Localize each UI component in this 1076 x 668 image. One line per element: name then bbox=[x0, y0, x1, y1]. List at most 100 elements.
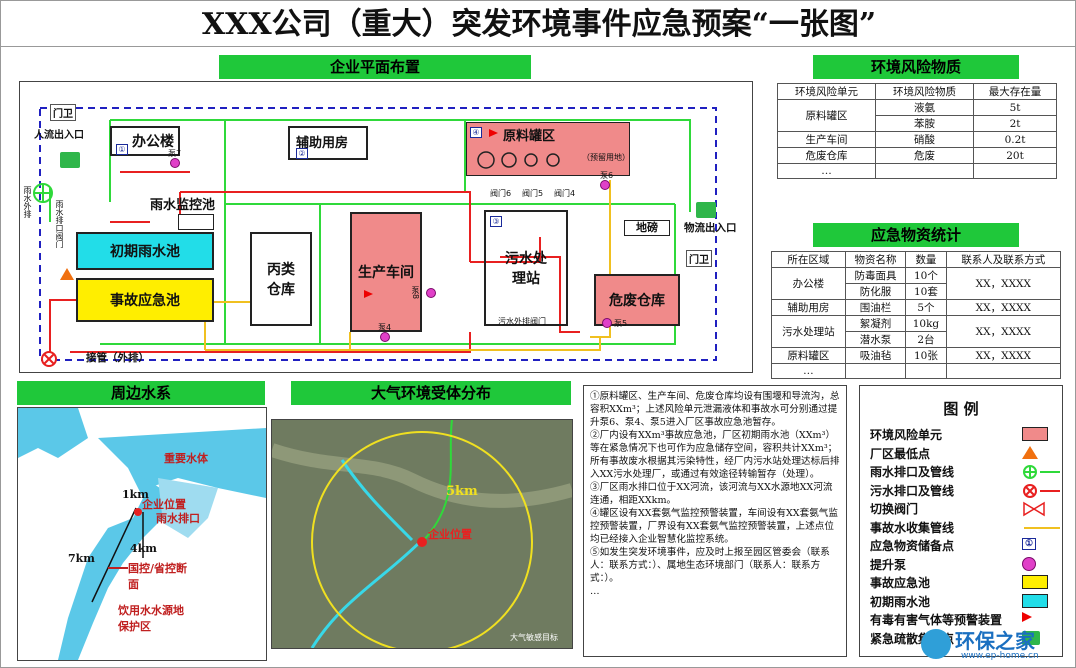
area-cell: … bbox=[771, 363, 846, 379]
max-amount-cell: 5t bbox=[973, 99, 1057, 116]
legend-item: 提升泵 bbox=[870, 556, 1036, 573]
legend-label: 事故水收集管线 bbox=[870, 520, 955, 535]
rain-out-label: 雨水外排 bbox=[23, 186, 32, 218]
note-item: ①原料罐区、生产车间、危废仓库均设有围堰和导流沟，总容积XXm³；上述风险单元泄… bbox=[590, 391, 840, 428]
rain-outlet-icon bbox=[33, 183, 53, 203]
hazardous-waste-warehouse: 危废仓库 bbox=[594, 274, 680, 326]
office-no-badge: ① bbox=[116, 144, 128, 155]
legend-item: 污水排口及管线 bbox=[870, 482, 1060, 499]
water-source-label: 饮用水水源地 保护区 bbox=[118, 604, 184, 633]
accident-pool-icon bbox=[1022, 575, 1048, 589]
supply-point-icon: ① bbox=[1022, 538, 1036, 550]
monitor-section-label: 国控/省控断 面 bbox=[128, 562, 188, 591]
weighbridge: 地磅 bbox=[624, 220, 670, 236]
table-header-cell: 所在区域 bbox=[771, 251, 846, 268]
supply-name-cell bbox=[844, 363, 907, 379]
area-cell: 办公楼 bbox=[771, 267, 846, 300]
gas-alarm-icon bbox=[489, 129, 498, 137]
legend-title: 图 例 bbox=[943, 400, 979, 418]
legend-label: 应急物资储备点 bbox=[870, 539, 955, 553]
water-system-map: 重要水体 企业位置 雨水排口 1km 4km 7km 国控/省控断 面 饮用水水… bbox=[17, 407, 267, 661]
rain-monitor-pool bbox=[178, 214, 214, 230]
legend-item: 事故水收集管线 bbox=[870, 519, 1060, 536]
distance-4km: 4km bbox=[130, 542, 157, 555]
gate-east: 门卫 bbox=[686, 250, 712, 267]
substance-cell: 硝酸 bbox=[875, 131, 975, 148]
table-header-cell: 最大存在量 bbox=[973, 83, 1057, 100]
supply-name-cell: 潜水泵 bbox=[844, 331, 907, 348]
people-entrance: 人流出入口 bbox=[34, 130, 84, 141]
auxiliary-building: 辅助用房 bbox=[288, 126, 368, 160]
air-radius-label: 5km bbox=[446, 484, 478, 499]
discharge-pipe-label: 接管（外排） bbox=[86, 352, 149, 364]
lowest-point-icon bbox=[1022, 445, 1038, 459]
table-header-cell: 环境风险单元 bbox=[776, 83, 877, 100]
note-item: ②厂内设有XXm³事故应急池，厂区初期雨水池（XXm³）等在紧急情况下也可作为应… bbox=[590, 430, 840, 480]
legend-item: 切换阀门 bbox=[870, 500, 1045, 517]
max-amount-cell: 20t bbox=[973, 147, 1057, 164]
aux-no-badge: ② bbox=[296, 148, 308, 159]
quantity-cell: 10张 bbox=[905, 347, 947, 364]
legend-item: 环境风险单元 bbox=[870, 426, 1048, 443]
legend-label: 事故应急池 bbox=[870, 576, 931, 590]
gas-alarm-icon bbox=[1022, 612, 1032, 622]
air-map-drawing bbox=[272, 420, 572, 648]
watermark-name: 环保之家 bbox=[955, 629, 1035, 653]
sewage-treatment-station: 污水处 理站 bbox=[484, 210, 568, 326]
sewage-outlet-icon bbox=[1022, 483, 1062, 502]
lowest-point-icon bbox=[60, 268, 74, 280]
office-building: 办公楼 bbox=[110, 126, 180, 156]
table-header-row: 环境风险单元环境风险物质最大存在量 bbox=[776, 83, 1057, 100]
risk-unit-cell: 生产车间 bbox=[776, 131, 877, 148]
pump-icon bbox=[170, 158, 180, 168]
area-cell: 原料罐区 bbox=[771, 347, 846, 364]
pump-icon bbox=[426, 288, 436, 298]
accident-pool: 事故应急池 bbox=[76, 278, 214, 322]
risk-unit-cell: 危废仓库 bbox=[776, 147, 877, 164]
quantity-cell bbox=[905, 363, 947, 379]
contact-cell bbox=[945, 363, 1062, 379]
table-header-cell: 数量 bbox=[905, 251, 947, 268]
note-item: ③厂区雨水排口位于XX河流，该河流与XX水源地XX河流连通，相距XXkm。 bbox=[590, 482, 833, 506]
legend-label: 初期雨水池 bbox=[870, 594, 931, 609]
pump7-label: 泵7 bbox=[168, 149, 182, 158]
supply-name-cell: 絮凝剂 bbox=[844, 315, 907, 332]
legend-label: 环境风险单元 bbox=[870, 428, 943, 442]
class-c-warehouse: 丙类 仓库 bbox=[250, 232, 312, 326]
logistics-entrance: 物流出入口 bbox=[684, 222, 737, 234]
risk-unit-icon bbox=[1022, 427, 1048, 441]
rain-pipelines bbox=[49, 119, 691, 345]
rain-outlet-icon bbox=[1022, 464, 1062, 483]
legend-label: 有毒有害气体等预警装置 bbox=[870, 613, 1003, 627]
legend-item: 有毒有害气体等预警装置 bbox=[870, 611, 1032, 628]
legend-label: 污水排口及管线 bbox=[870, 483, 955, 498]
table-header-cell: 联系人及联系方式 bbox=[945, 251, 1062, 268]
plant-boundary bbox=[39, 107, 717, 361]
risk-unit-cell: … bbox=[776, 163, 877, 179]
table-header-cell: 环境风险物质 bbox=[875, 83, 975, 100]
pump-icon bbox=[380, 332, 390, 342]
substance-cell: 苯胺 bbox=[875, 115, 975, 132]
tank-no-badge: ④ bbox=[470, 127, 482, 138]
air-company-label: 企业位置 bbox=[428, 528, 472, 541]
rain-valve-label: 雨水排口阀门 bbox=[55, 200, 64, 248]
tank-zone-label: 原料罐区 bbox=[503, 129, 556, 144]
area-cell: 辅助用房 bbox=[771, 299, 846, 316]
reserved-land-label: （预留用地） bbox=[582, 153, 630, 162]
table-header-cell: 物资名称 bbox=[844, 251, 907, 268]
risk-unit-cell: 原料罐区 bbox=[776, 99, 877, 132]
distance-1km: 1km bbox=[122, 488, 149, 501]
max-amount-cell bbox=[973, 163, 1057, 179]
section-banner-risk: 环境风险物质 bbox=[813, 55, 1019, 79]
table-row: … bbox=[771, 363, 1062, 379]
initial-rain-pool: 初期雨水池 bbox=[76, 232, 214, 270]
pump8-label: 泵8 bbox=[411, 286, 420, 300]
max-amount-cell: 0.2t bbox=[973, 131, 1057, 148]
contact-cell: XX，XXXX bbox=[945, 315, 1062, 348]
contact-cell: XX，XXXX bbox=[945, 347, 1062, 364]
section-banner-layout: 企业平面布置 bbox=[219, 55, 531, 79]
